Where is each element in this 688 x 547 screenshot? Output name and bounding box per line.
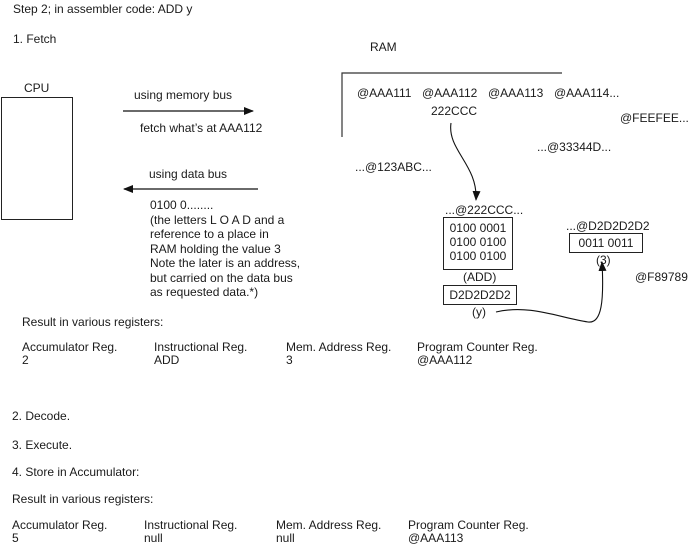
- cell-d2d2d2d2-bits: 0011 0011: [578, 236, 634, 250]
- data-bus-caption: 0100 0........ (the letters L O A D and …: [150, 198, 301, 299]
- result2-register: Instructional Reg. null: [144, 519, 237, 545]
- register-name: Program Counter Reg.: [408, 518, 529, 532]
- ram-address-feefee: @FEEFEE...: [620, 111, 688, 125]
- cell-222ccc-bits-1: 0100 0001: [449, 221, 507, 235]
- cell-222ccc-bits-3: 0100 0100: [449, 249, 507, 263]
- register-value: null: [276, 531, 295, 545]
- register-value: @AAA112: [417, 353, 473, 367]
- result2-heading: Result in various registers:: [12, 492, 154, 506]
- cell-222ccc-address: ...@222CCC...: [445, 203, 524, 217]
- result2-register: Mem. Address Reg. null: [276, 519, 381, 545]
- result1-register: Instructional Reg. ADD: [154, 341, 247, 367]
- register-value: 5: [12, 531, 19, 545]
- result2-register: Program Counter Reg. @AAA113: [408, 519, 529, 545]
- page-title: Step 2; in assembler code: ADD y: [13, 2, 193, 16]
- operand-box: D2D2D2D2: [443, 285, 517, 305]
- memory-bus-label: using memory bus: [134, 88, 233, 102]
- register-value: @AAA113: [408, 531, 464, 545]
- ram-address-aaa113: @AAA113: [488, 86, 544, 100]
- ram-address-aaa112: @AAA112: [422, 86, 478, 100]
- operand-value: D2D2D2D2: [449, 288, 511, 302]
- register-name: Mem. Address Reg.: [286, 340, 392, 354]
- memory-bus-caption: fetch what’s at AAA112: [140, 121, 263, 135]
- cell-222ccc-bits-2: 0100 0100: [449, 235, 507, 249]
- ram-value-222ccc: 222CCC: [431, 104, 478, 118]
- register-value: null: [144, 531, 163, 545]
- result1-heading: Result in various registers:: [22, 315, 164, 329]
- register-name: Instructional Reg.: [154, 340, 248, 354]
- cell-222ccc-box: 0100 0001 0100 0100 0100 0100: [443, 217, 513, 270]
- ram-address-33344d: ...@33344D...: [537, 140, 612, 154]
- register-name: Accumulator Reg.: [12, 518, 108, 532]
- step-execute: 3. Execute.: [12, 438, 73, 452]
- ram-address-f89789: @F89789: [635, 270, 688, 284]
- ram-address-123abc: ...@123ABC...: [355, 160, 432, 174]
- ram-address-aaa111: @AAA111: [357, 86, 412, 100]
- register-name: Instructional Reg.: [144, 518, 238, 532]
- register-name: Accumulator Reg.: [22, 340, 118, 354]
- operand-meaning: (y): [472, 305, 486, 319]
- data-bus-label: using data bus: [149, 167, 228, 181]
- result1-register: Program Counter Reg. @AAA112: [417, 341, 538, 367]
- ram-label: RAM: [370, 40, 397, 54]
- cpu-label: CPU: [24, 81, 50, 95]
- register-value: ADD: [154, 353, 180, 367]
- register-name: Program Counter Reg.: [417, 340, 538, 354]
- cell-d2d2d2d2-address: ...@D2D2D2D2: [566, 219, 650, 233]
- result1-register: Accumulator Reg. 2: [22, 341, 117, 367]
- fetch-heading: 1. Fetch: [13, 32, 57, 46]
- cell-222ccc-meaning: (ADD): [463, 270, 497, 284]
- ram-address-aaa114: @AAA114...: [554, 86, 620, 100]
- register-value: 3: [286, 353, 293, 367]
- cell-d2d2d2d2-meaning: (3): [596, 253, 611, 267]
- step-decode: 2. Decode.: [12, 409, 71, 423]
- register-value: 2: [22, 353, 29, 367]
- cpu-box: [1, 97, 73, 220]
- result2-register: Accumulator Reg. 5: [12, 519, 107, 545]
- cell-d2d2d2d2-box: 0011 0011: [569, 233, 643, 253]
- step-store: 4. Store in Accumulator:: [12, 465, 140, 479]
- pointer-arrow-222ccc: [450, 122, 481, 201]
- result1-register: Mem. Address Reg. 3: [286, 341, 391, 367]
- register-name: Mem. Address Reg.: [276, 518, 382, 532]
